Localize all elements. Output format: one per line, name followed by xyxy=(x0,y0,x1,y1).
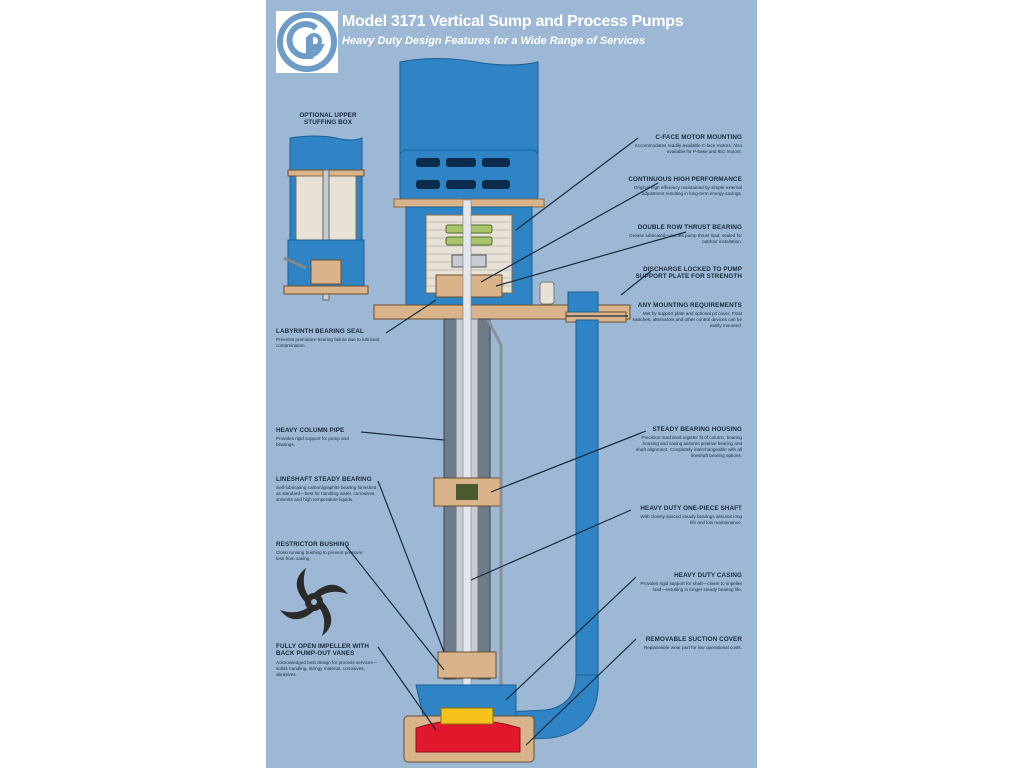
inset-label: OPTIONAL UPPER STUFFING BOX xyxy=(299,112,357,127)
gp-logo xyxy=(276,11,338,73)
callout-restrictor-bushing: RESTRICTOR BUSHING Close running bushing… xyxy=(276,541,363,562)
inset-stuffing-box xyxy=(283,135,369,301)
callout-c-face-motor: C-FACE MOTOR MOUNTING Accommodates readi… xyxy=(634,134,742,155)
callout-discharge-locked: DISCHARGE LOCKED TO PUMP SUPPORT PLATE F… xyxy=(635,266,742,281)
callout-one-piece-shaft: HEAVY DUTY ONE-PIECE SHAFT With closely … xyxy=(640,505,742,526)
page-title: Model 3171 Vertical Sump and Process Pum… xyxy=(342,13,684,30)
callout-lineshaft-bearing: LINESHAFT STEADY BEARING Self-lubricatin… xyxy=(276,476,377,503)
callout-column-pipe: HEAVY COLUMN PIPE Provides rigid support… xyxy=(276,427,349,448)
callout-labyrinth-seal: LABYRINTH BEARING SEAL Prevents prematur… xyxy=(276,328,380,349)
callout-continuous-performance: CONTINUOUS HIGH PERFORMANCE Original hig… xyxy=(628,176,742,197)
callout-suction-cover: REMOVABLE SUCTION COVER Replaceable wear… xyxy=(643,636,742,651)
callout-mounting: ANY MOUNTING REQUIREMENTS Met by support… xyxy=(632,302,742,329)
callout-steady-bearing-housing: STEADY BEARING HOUSING Precision machine… xyxy=(636,426,742,459)
pump-illustration xyxy=(280,58,687,763)
gp-logo-mark xyxy=(277,12,337,72)
callout-open-impeller: FULLY OPEN IMPELLER WITH BACK PUMP-OUT V… xyxy=(276,643,378,677)
poster: Model 3171 Vertical Sump and Process Pum… xyxy=(266,0,757,768)
callout-casing: HEAVY DUTY CASING Provides rigid support… xyxy=(640,572,742,593)
callout-thrust-bearing: DOUBLE ROW THRUST BEARING Grease lubrica… xyxy=(629,224,742,245)
page-subtitle: Heavy Duty Design Features for a Wide Ra… xyxy=(342,35,646,47)
